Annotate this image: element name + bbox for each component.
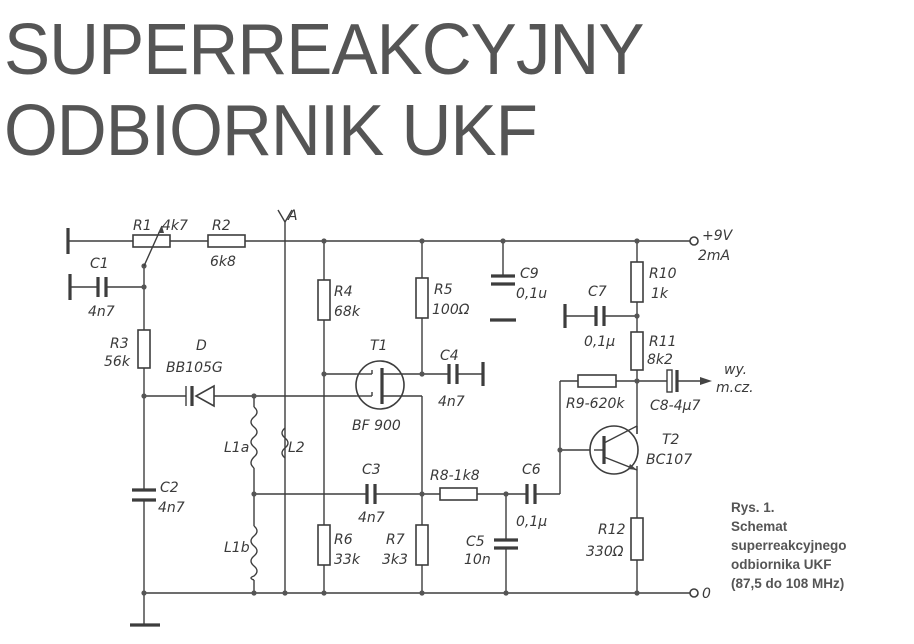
label-t1: T1 (370, 338, 387, 354)
label-c9: C9 (520, 266, 539, 282)
output-arrow-icon (700, 377, 712, 385)
value-c7: 0,1μ (584, 334, 615, 350)
label-c4: C4 (440, 348, 459, 364)
label-r3: R3 (110, 336, 129, 352)
capacitor-c6 (525, 484, 537, 504)
label-r10: R10 (649, 266, 677, 282)
value-t2: BC107 (646, 452, 692, 468)
capacitor-c9 (491, 274, 515, 286)
value-r4: 68k (334, 304, 361, 320)
output-label-2: m.cz. (716, 380, 754, 396)
value-t1: BF 900 (352, 418, 401, 434)
label-r8: R8-1k8 (430, 468, 480, 484)
value-c6: 0,1μ (516, 514, 547, 530)
value-r2: 6k8 (210, 254, 236, 270)
value-r7: 3k3 (382, 552, 408, 568)
label-c6: C6 (522, 462, 541, 478)
title-line-1: SUPERREAKCYJNY (4, 10, 644, 90)
value-d: BB105G (166, 360, 223, 376)
capacitor-c5 (494, 538, 518, 550)
resistor-r12 (630, 517, 644, 561)
antenna-icon (277, 209, 293, 223)
capacitor-c2 (132, 488, 156, 502)
resistor-r2 (207, 234, 246, 248)
resistor-r4 (317, 279, 331, 321)
inductor-l2 (281, 427, 289, 459)
figure-caption: Rys. 1. Schemat superreakcyjnego odbiorn… (731, 498, 847, 593)
value-r12: 330Ω (586, 544, 624, 560)
label-c3: C3 (362, 462, 381, 478)
inductor-l1b (250, 525, 258, 581)
capacitor-c1 (96, 277, 108, 297)
r1-wiper-arrow-icon (158, 226, 164, 233)
value-r6: 33k (334, 552, 361, 568)
value-r10: 1k (651, 286, 669, 302)
caption-line: (87,5 do 108 MHz) (731, 576, 845, 591)
label-l2: L2 (288, 440, 305, 456)
label-r9: R9-620k (566, 396, 625, 412)
label-r12: R12 (598, 522, 626, 538)
ground-terminal-label: 0 (702, 586, 711, 602)
label-r6: R6 (334, 532, 353, 548)
value-c4: 4n7 (438, 394, 465, 410)
value-c5: 10n (464, 552, 491, 568)
label-r5: R5 (434, 282, 453, 298)
caption-line: odbiornika UKF (731, 557, 832, 572)
transistor-t2 (589, 425, 639, 475)
capacitor-c4 (447, 364, 459, 384)
output-label-1: wy. (724, 362, 747, 378)
ground-terminal (689, 588, 699, 598)
resistor-r10 (630, 261, 644, 303)
supply-voltage: +9V (702, 228, 734, 244)
label-r2: R2 (212, 218, 231, 234)
label-t2: T2 (662, 432, 680, 448)
inductor-l1a (250, 406, 258, 469)
supply-current: 2mA (698, 248, 730, 264)
capacitor-c7 (594, 306, 606, 326)
junctions (141, 238, 640, 596)
wires (68, 222, 700, 625)
resistor-r8 (439, 487, 478, 501)
label-r1: R1 (133, 218, 152, 234)
label-l1b: L1b (224, 540, 250, 556)
title-line-2: ODBIORNIK UKF (4, 91, 538, 171)
caption-line: superreakcyjnego (731, 538, 847, 553)
label-c2: C2 (160, 480, 179, 496)
label-antenna: A (287, 208, 298, 224)
supply-terminal (689, 236, 699, 246)
resistor-r11 (630, 331, 644, 371)
varicap-diode-d (185, 384, 215, 408)
caption-line: Rys. 1. (731, 500, 775, 515)
value-r5: 100Ω (432, 302, 470, 318)
resistor-r7 (415, 524, 429, 566)
label-d: D (196, 338, 207, 354)
capacitor-c8 (666, 369, 679, 393)
label-r11: R11 (649, 334, 677, 350)
resistor-r1 (132, 234, 171, 248)
label-l1a: L1a (224, 440, 249, 456)
label-c8: C8-4μ7 (650, 398, 701, 414)
resistor-r6 (317, 524, 331, 566)
resistor-r5 (415, 277, 429, 319)
value-c1: 4n7 (88, 304, 115, 320)
resistor-r9 (577, 374, 617, 388)
resistor-r3 (137, 329, 151, 369)
value-r1: 4k7 (162, 218, 188, 234)
label-c1: C1 (90, 256, 109, 272)
value-r3: 56k (104, 354, 131, 370)
label-c5: C5 (466, 534, 485, 550)
value-r11: 8k2 (647, 352, 673, 368)
caption-line: Schemat (731, 519, 788, 534)
label-r4: R4 (334, 284, 353, 300)
value-c9: 0,1u (516, 286, 547, 302)
value-c2: 4n7 (158, 500, 185, 516)
value-c3: 4n7 (358, 510, 385, 526)
capacitor-c3 (365, 484, 377, 504)
label-c7: C7 (588, 284, 607, 300)
label-r7: R7 (386, 532, 405, 548)
transistor-t1 (330, 360, 405, 410)
